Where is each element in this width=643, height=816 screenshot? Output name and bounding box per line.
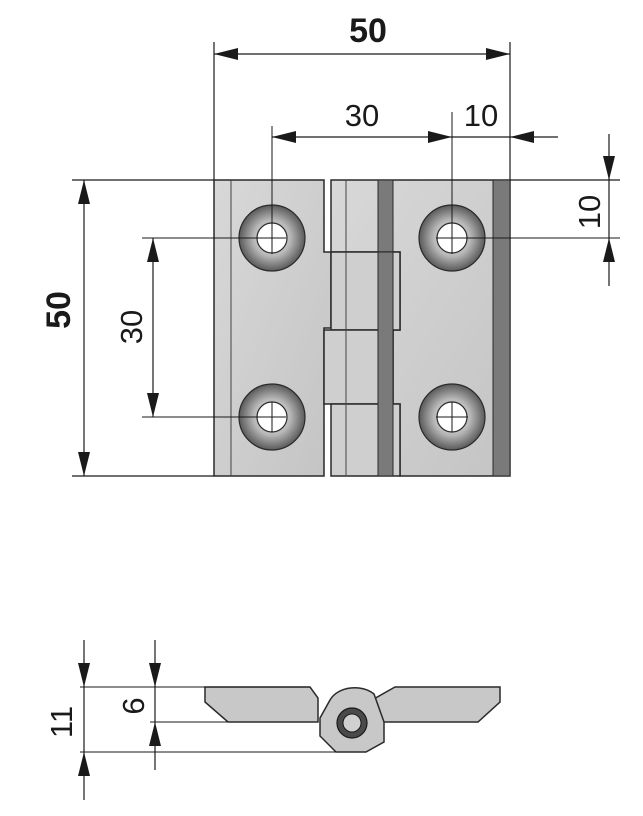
top-view: 50 30 10 10 50 <box>40 12 620 477</box>
leaf-thickness-label: 6 <box>116 697 151 714</box>
side-right-leaf <box>371 686 501 723</box>
dimension-total-thickness: 11 <box>44 640 90 800</box>
overall-width-label: 50 <box>349 12 387 50</box>
dimension-hole-spacing-horizontal: 30 <box>272 98 452 143</box>
edge-offset-horizontal-label: 10 <box>464 98 498 133</box>
dimension-edge-offset-vertical: 10 <box>510 134 620 286</box>
hinge-knuckle <box>323 179 401 477</box>
hole-spacing-horizontal-label: 30 <box>345 98 379 133</box>
overall-height-label: 50 <box>40 291 78 329</box>
side-view: 11 6 <box>44 640 501 800</box>
dimension-hole-spacing-vertical: 30 <box>114 238 159 417</box>
dimension-edge-offset-horizontal: 10 <box>452 98 558 143</box>
total-thickness-label: 11 <box>44 706 79 738</box>
hole-spacing-vertical-label: 30 <box>114 310 149 344</box>
side-left-leaf <box>204 686 319 723</box>
center-lines <box>142 112 620 432</box>
dimension-overall-width: 50 <box>213 12 511 180</box>
edge-offset-vertical-label: 10 <box>572 195 607 229</box>
dimension-leaf-thickness: 6 <box>116 640 161 770</box>
dimension-overall-height: 50 <box>40 179 214 477</box>
